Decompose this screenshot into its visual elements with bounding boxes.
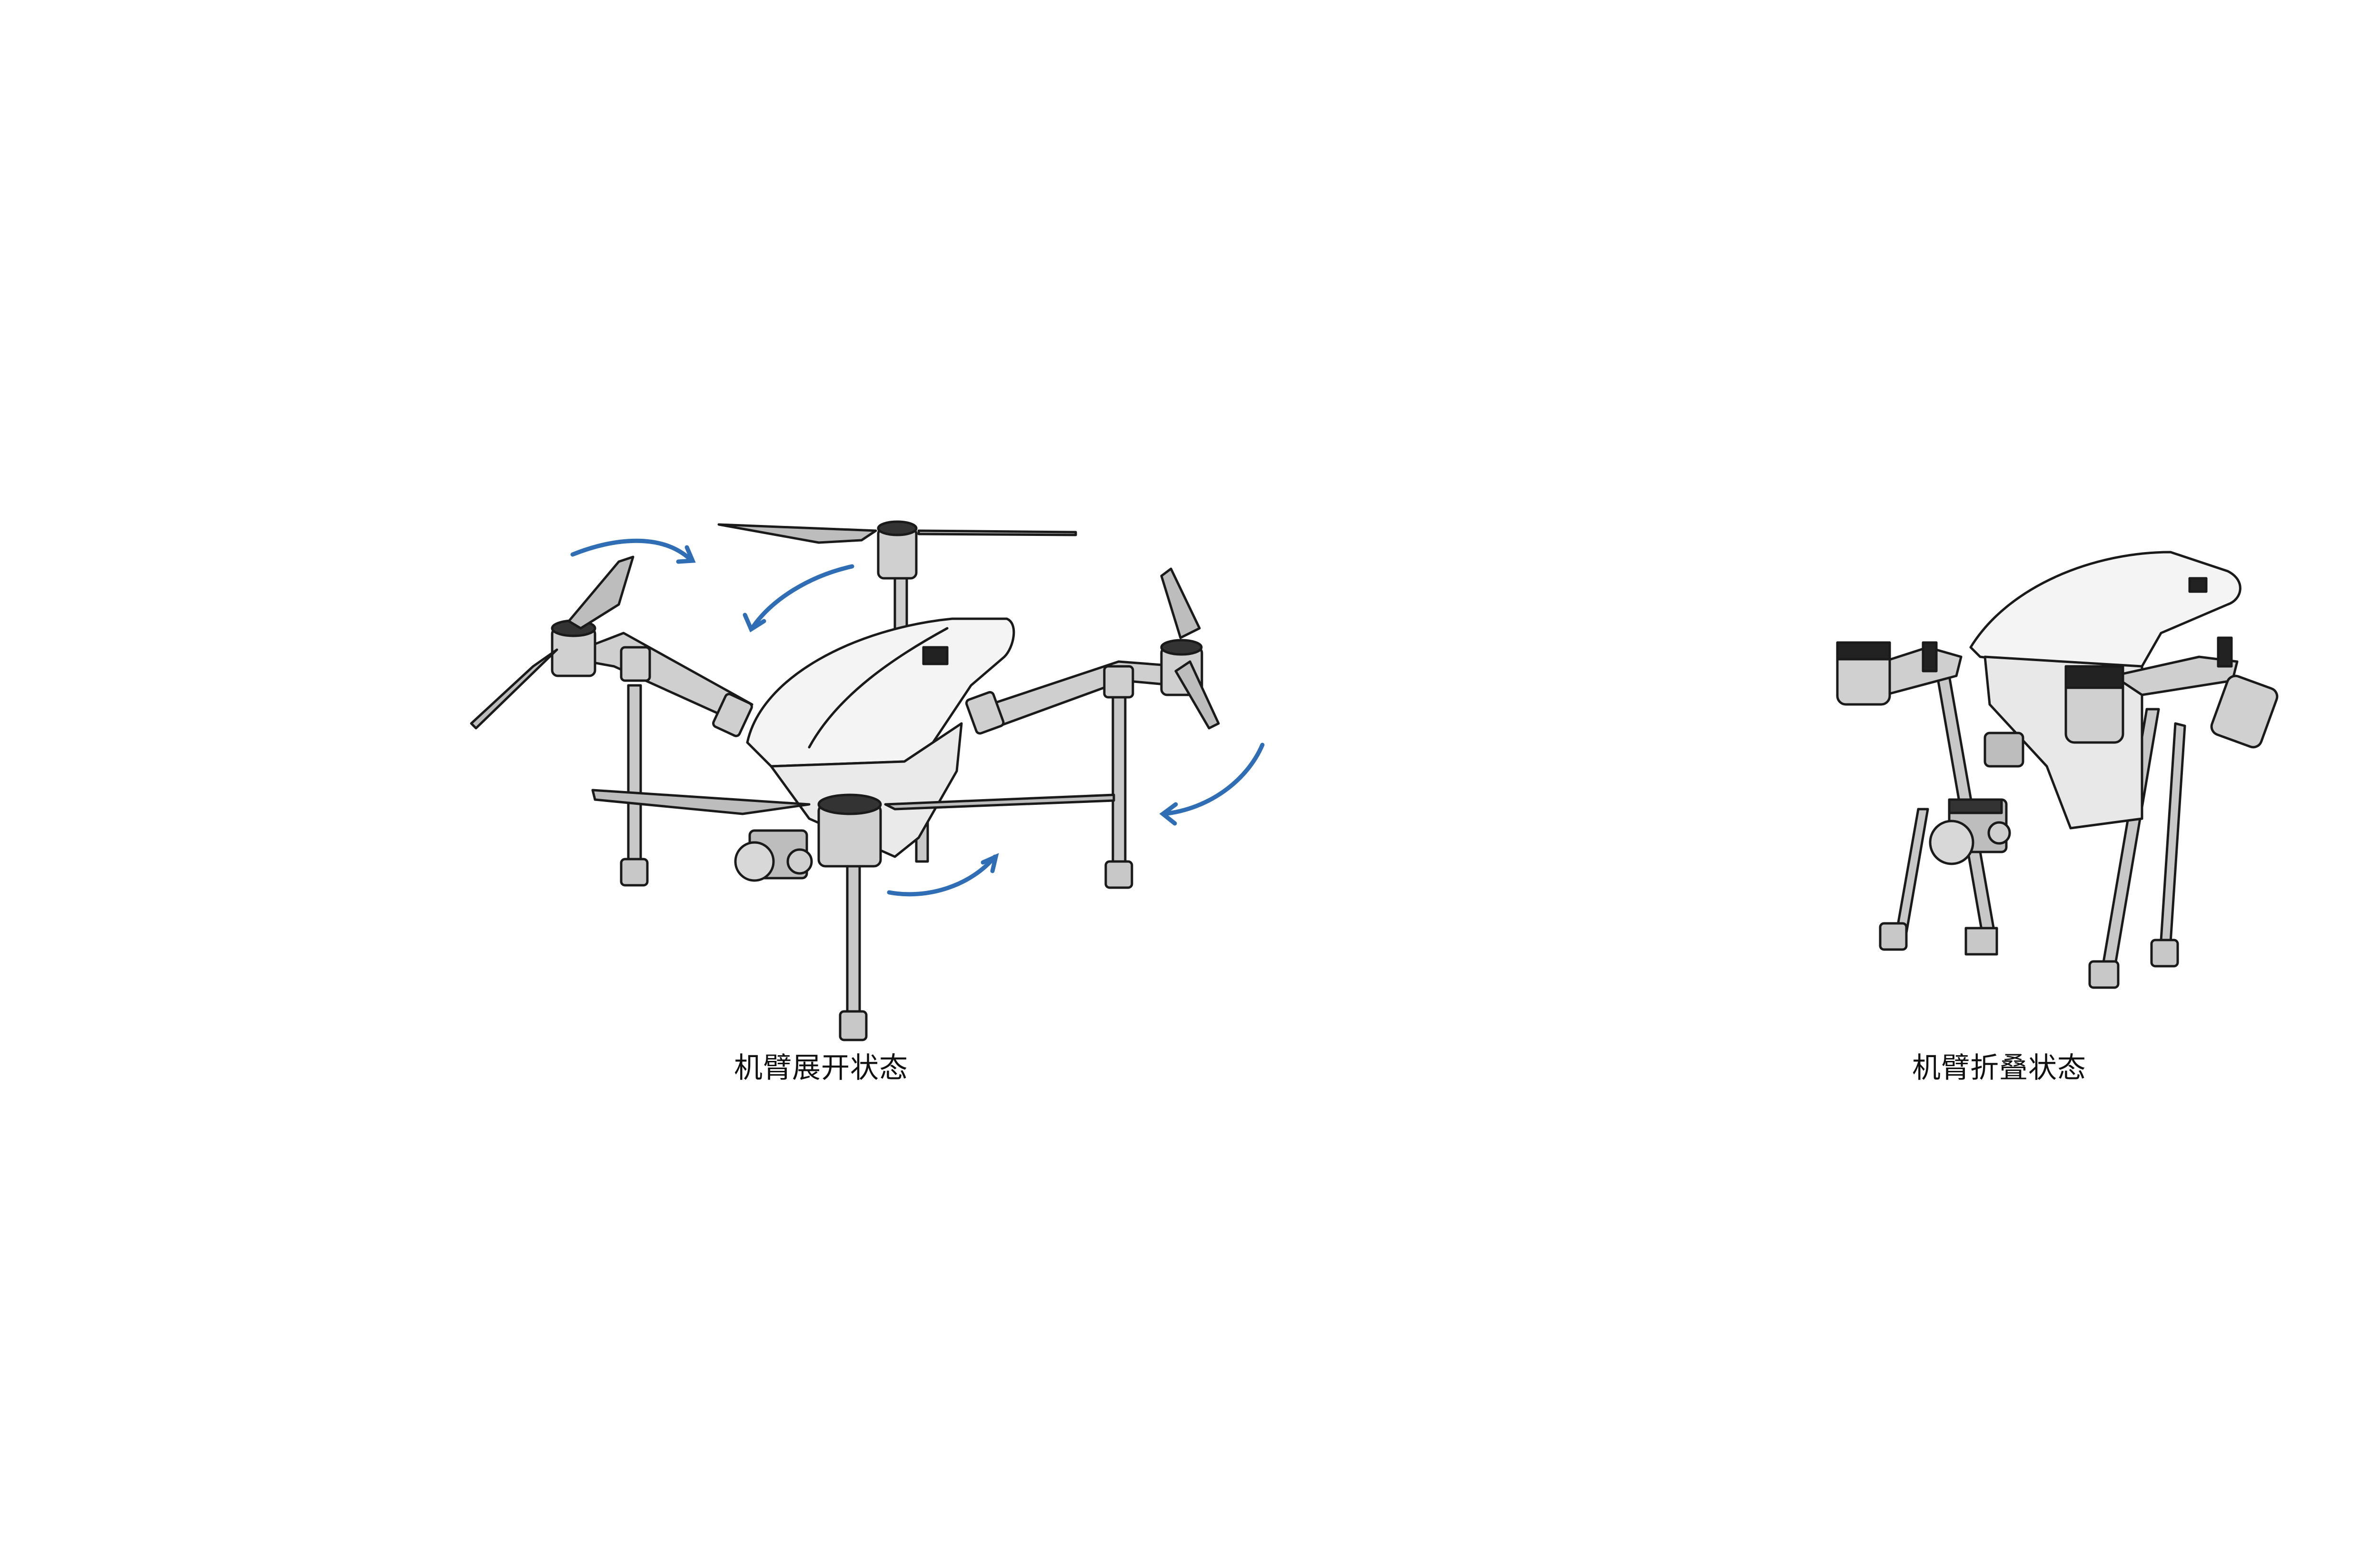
camera-gimbal-icon [734,829,813,882]
camera-gimbal-icon [1929,732,2024,865]
motor-icon [1836,641,2279,749]
caption-folded: 机臂折叠状态 [1912,1051,2086,1085]
rotation-arrow-icon [570,538,1265,897]
arm-icon [560,536,1182,737]
propeller-icon [470,523,1220,815]
fuselage-shell-icon [1969,551,2241,668]
caption-unfolded: 机臂展开状态 [734,1051,908,1085]
